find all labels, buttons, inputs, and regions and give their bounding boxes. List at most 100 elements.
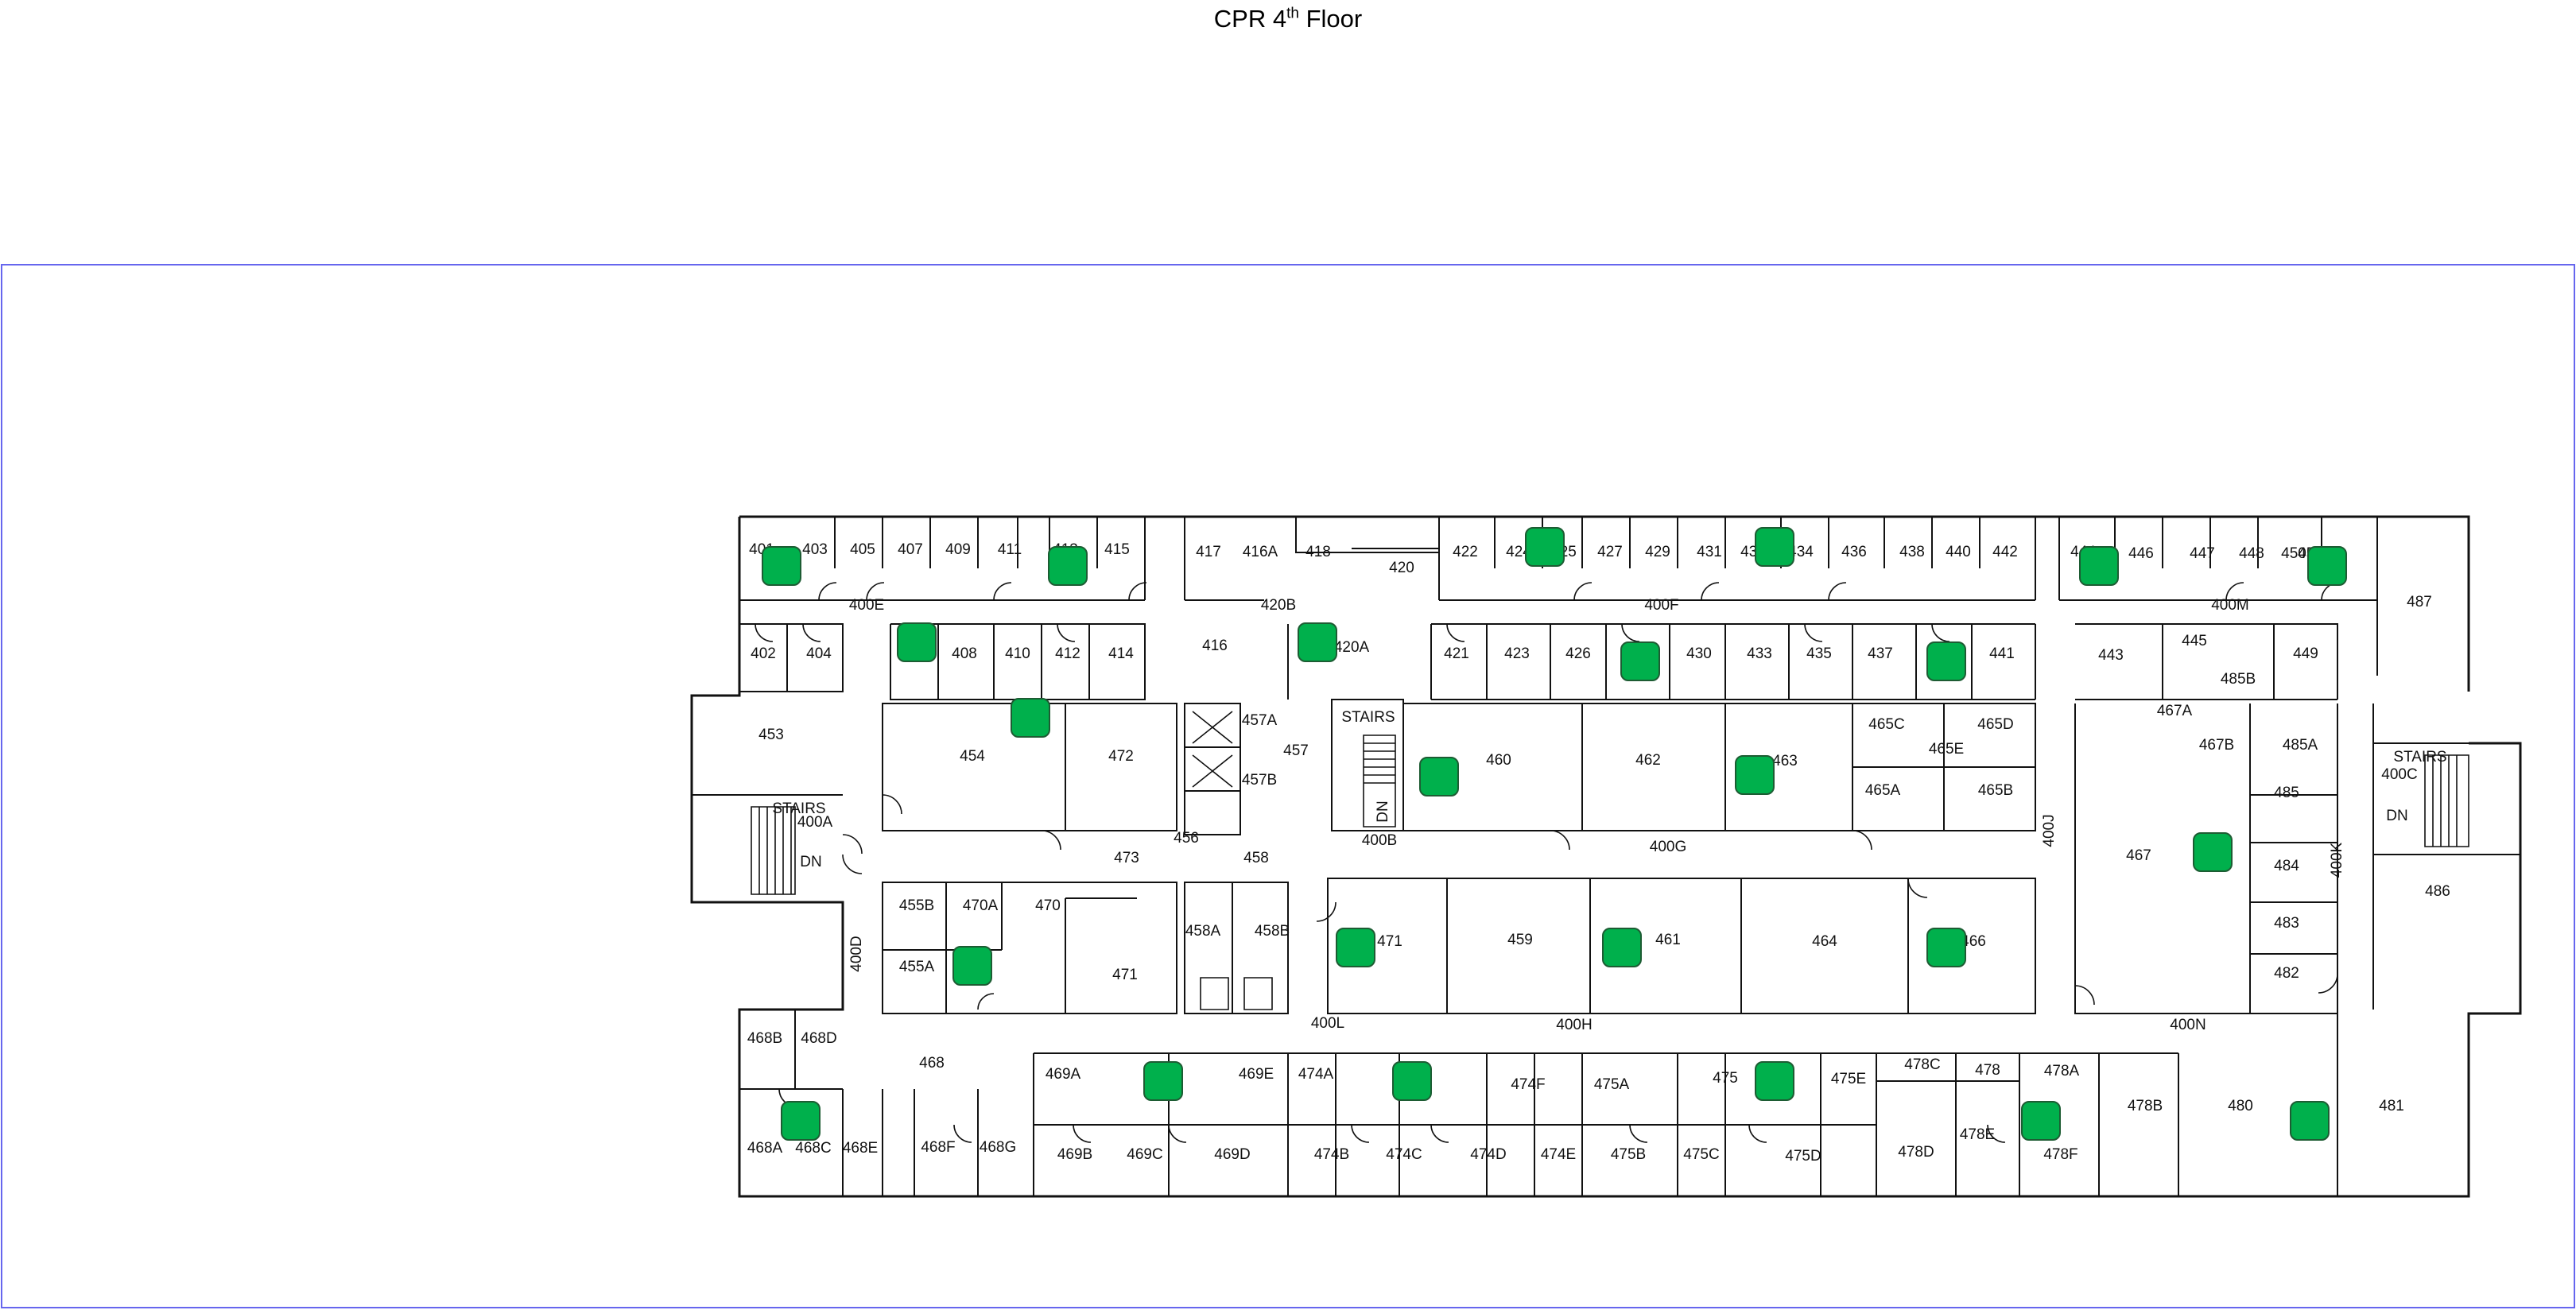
room-label-404: 404 (806, 645, 832, 662)
room-marker-413[interactable] (1048, 546, 1088, 586)
room-label-442: 442 (1992, 544, 2018, 560)
map-frame (1, 264, 2575, 1308)
room-label-458b: 458B (1255, 923, 1290, 940)
room-marker-471[interactable] (1336, 928, 1375, 967)
room-label-478e: 478E (1960, 1126, 1995, 1143)
room-label-426: 426 (1565, 645, 1591, 662)
room-label-407: 407 (898, 541, 923, 558)
room-label-468f: 468F (921, 1139, 955, 1156)
room-marker-444[interactable] (2079, 546, 2119, 586)
room-marker-474[interactable] (1392, 1061, 1432, 1101)
room-label-467: 467 (2126, 847, 2151, 864)
room-label-423: 423 (1504, 645, 1530, 662)
room-label-400h: 400H (1556, 1017, 1592, 1033)
room-marker-454[interactable] (1011, 698, 1050, 738)
room-label-468a: 468A (747, 1140, 783, 1157)
room-label-468g: 468G (980, 1139, 1016, 1156)
room-marker-460[interactable] (1419, 757, 1459, 796)
room-label-429: 429 (1645, 544, 1670, 560)
room-marker-469[interactable] (1143, 1061, 1183, 1101)
room-label-468c: 468C (795, 1140, 831, 1157)
room-label-457b: 457B (1242, 772, 1277, 789)
room-label-457a: 457A (1242, 712, 1278, 729)
room-label-485b: 485B (2221, 671, 2256, 688)
room-label-409: 409 (945, 541, 971, 558)
room-label-stairs2: STAIRS (2393, 749, 2446, 765)
room-label-478a: 478A (2044, 1063, 2080, 1079)
room-label-478f: 478F (2043, 1146, 2077, 1163)
room-label-403: 403 (802, 541, 828, 558)
room-label-437: 437 (1868, 645, 1893, 662)
room-label-448: 448 (2239, 545, 2264, 562)
room-label-468: 468 (919, 1055, 945, 1072)
room-label-427: 427 (1597, 544, 1623, 560)
room-label-478c: 478C (1904, 1056, 1940, 1073)
room-label-475a: 475A (1594, 1076, 1630, 1093)
room-marker-420A[interactable] (1298, 622, 1337, 662)
map-title-tail: Floor (1298, 5, 1363, 33)
room-label-474c: 474C (1386, 1146, 1422, 1163)
room-label-465b: 465B (1978, 782, 2013, 799)
room-marker-466[interactable] (1926, 928, 1966, 967)
room-label-465d: 465D (1977, 716, 2013, 733)
room-label-405: 405 (850, 541, 875, 558)
room-label-441: 441 (1989, 645, 2015, 662)
room-label-400k: 400K (2329, 842, 2345, 878)
room-marker-406[interactable] (897, 622, 937, 662)
room-marker-401[interactable] (762, 546, 801, 586)
room-label-400a: 400A (797, 814, 833, 831)
room-label-400l: 400L (1311, 1015, 1344, 1032)
room-label-474f: 474F (1511, 1076, 1545, 1093)
room-label-468d: 468D (801, 1030, 836, 1047)
room-label-dn1: DN (1375, 800, 1391, 822)
room-label-430: 430 (1686, 645, 1712, 662)
room-label-475b: 475B (1611, 1146, 1646, 1163)
room-label-463: 463 (1772, 753, 1798, 769)
room-label-454: 454 (960, 748, 985, 765)
room-label-415: 415 (1104, 541, 1130, 558)
room-marker-439[interactable] (1926, 641, 1966, 681)
room-label-485a: 485A (2283, 737, 2318, 754)
room-label-455b: 455B (899, 897, 934, 914)
room-marker-468C[interactable] (781, 1101, 821, 1141)
room-label-400n: 400N (2170, 1017, 2206, 1033)
room-marker-455A[interactable] (952, 946, 992, 986)
room-marker-475[interactable] (1755, 1061, 1794, 1101)
room-label-418: 418 (1305, 544, 1331, 560)
room-label-461: 461 (1655, 932, 1681, 948)
room-label-474a: 474A (1298, 1066, 1334, 1083)
room-marker-463[interactable] (1735, 755, 1775, 795)
room-label-416a: 416A (1243, 544, 1278, 560)
room-label-460: 460 (1486, 752, 1511, 769)
room-marker-432[interactable] (1755, 527, 1794, 567)
room-label-471: 471 (1112, 967, 1138, 983)
room-label-469c: 469C (1127, 1146, 1162, 1163)
room-label-487: 487 (2407, 594, 2432, 610)
room-labels: 401403405407409411413415417416A418420422… (747, 541, 2450, 1165)
room-marker-478F[interactable] (2021, 1101, 2061, 1141)
room-label-443: 443 (2098, 647, 2124, 664)
room-label-465a: 465A (1865, 782, 1901, 799)
room-marker-424[interactable] (1525, 527, 1565, 567)
room-label-471b: 471 (1377, 933, 1402, 950)
room-marker-450[interactable] (2307, 546, 2347, 586)
room-label-456: 456 (1174, 830, 1199, 847)
room-label-478: 478 (1975, 1062, 2000, 1079)
room-marker-480[interactable] (2290, 1101, 2330, 1141)
room-label-474d: 474D (1470, 1146, 1506, 1163)
room-label-482: 482 (2274, 965, 2299, 982)
room-label-475d: 475D (1785, 1148, 1821, 1165)
room-label-447: 447 (2190, 545, 2215, 562)
room-label-417: 417 (1196, 544, 1221, 560)
room-label-468b: 468B (747, 1030, 782, 1047)
room-marker-461[interactable] (1602, 928, 1642, 967)
room-label-465c: 465C (1868, 716, 1904, 733)
room-marker-467[interactable] (2193, 832, 2233, 872)
room-label-483: 483 (2274, 915, 2299, 932)
room-label-400d: 400D (848, 936, 865, 971)
room-label-453: 453 (758, 727, 784, 743)
map-title: CPR 4th Floor (0, 5, 2576, 33)
room-marker-428[interactable] (1620, 641, 1660, 681)
room-label-414: 414 (1108, 645, 1134, 662)
